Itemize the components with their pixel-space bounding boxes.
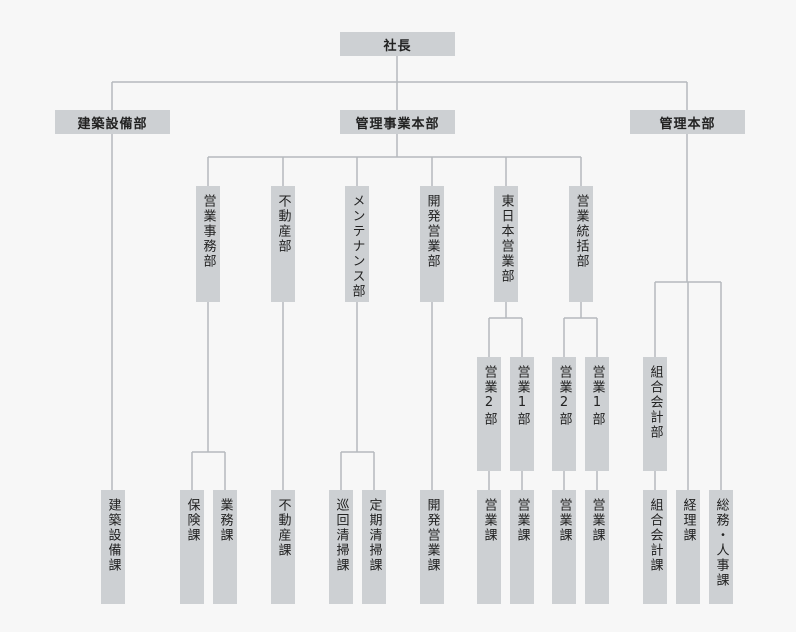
node-control-sales-2-section: 営業課 xyxy=(552,490,576,604)
node-insurance-section: 保険課 xyxy=(180,490,204,604)
node-management-business-division: 管理事業本部 xyxy=(340,110,455,134)
node-east-sales-1: 営業1部 xyxy=(510,357,534,471)
node-president: 社長 xyxy=(340,32,455,56)
node-control-sales-2: 営業2部 xyxy=(552,357,576,471)
node-operations-section: 業務課 xyxy=(213,490,237,604)
node-management-division: 管理本部 xyxy=(630,110,745,134)
node-sales-control-dept: 営業統括部 xyxy=(569,186,593,302)
node-regular-cleaning-section: 定期清掃課 xyxy=(362,490,386,604)
node-accounting-section: 経理課 xyxy=(676,490,700,604)
node-construction-equipment-section: 建築設備課 xyxy=(101,490,125,604)
node-sales-admin-dept: 営業事務部 xyxy=(196,186,220,302)
node-general-hr-section: 総務・人事課 xyxy=(709,490,733,604)
node-east-japan-sales-dept: 東日本営業部 xyxy=(494,186,518,302)
node-development-sales-dept: 開発営業部 xyxy=(420,186,444,302)
node-control-sales-1-section: 営業課 xyxy=(585,490,609,604)
node-union-accounting-dept: 組合会計部 xyxy=(643,357,667,471)
node-real-estate-dept: 不動産部 xyxy=(271,186,295,302)
node-maintenance-dept: メンテナンス部 xyxy=(345,186,369,302)
node-patrol-cleaning-section: 巡回清掃課 xyxy=(329,490,353,604)
node-east-sales-1-section: 営業課 xyxy=(510,490,534,604)
node-control-sales-1: 営業1部 xyxy=(585,357,609,471)
node-construction-division: 建築設備部 xyxy=(55,110,170,134)
node-east-sales-2-section: 営業課 xyxy=(477,490,501,604)
node-union-accounting-section: 組合会計課 xyxy=(643,490,667,604)
node-real-estate-section: 不動産課 xyxy=(271,490,295,604)
node-east-sales-2: 営業2部 xyxy=(477,357,501,471)
node-development-sales-section: 開発営業課 xyxy=(420,490,444,604)
